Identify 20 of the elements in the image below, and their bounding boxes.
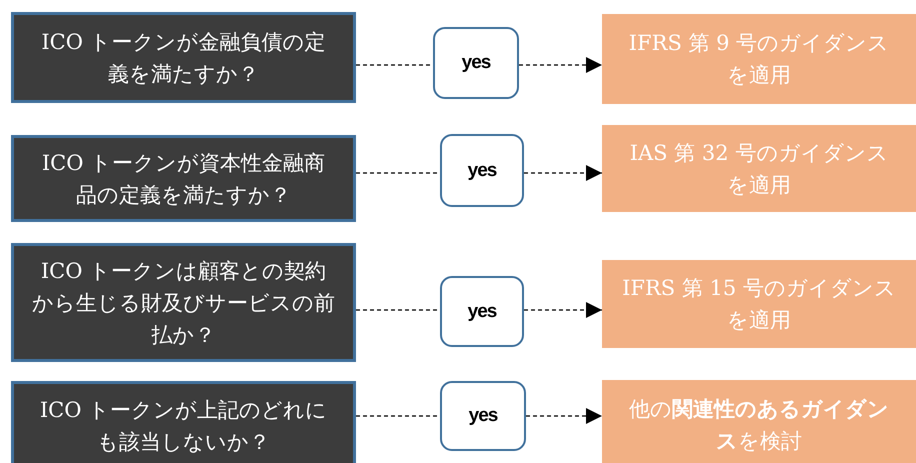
answer-box: yes xyxy=(440,134,524,207)
arrow xyxy=(524,165,602,181)
connector-line xyxy=(356,309,440,311)
question-box: ICO トークンが金融負債の定義を満たすか？ xyxy=(11,12,356,103)
arrow xyxy=(524,302,602,318)
connector-line xyxy=(356,172,440,174)
result-box: IAS 第 32 号のガイダンスを適用 xyxy=(602,125,916,212)
answer-box: yes xyxy=(440,381,526,451)
result-box: IFRS 第 15 号のガイダンスを適用 xyxy=(602,260,916,348)
question-box: ICO トークンが資本性金融商品の定義を満たすか？ xyxy=(11,135,356,222)
answer-box: yes xyxy=(433,27,519,99)
question-box: ICO トークンが上記のどれにも該当しないか？ xyxy=(11,381,356,463)
result-box: IFRS 第 9 号のガイダンスを適用 xyxy=(602,14,916,104)
arrow xyxy=(519,57,602,73)
question-box: ICO トークンは顧客との契約から生じる財及びサービスの前払か？ xyxy=(11,243,356,362)
result-box: 他の関連性のあるガイダンスを検討 xyxy=(602,380,916,463)
answer-box: yes xyxy=(440,276,524,347)
arrow xyxy=(526,408,602,424)
connector-line xyxy=(356,415,440,417)
connector-line xyxy=(356,64,433,66)
